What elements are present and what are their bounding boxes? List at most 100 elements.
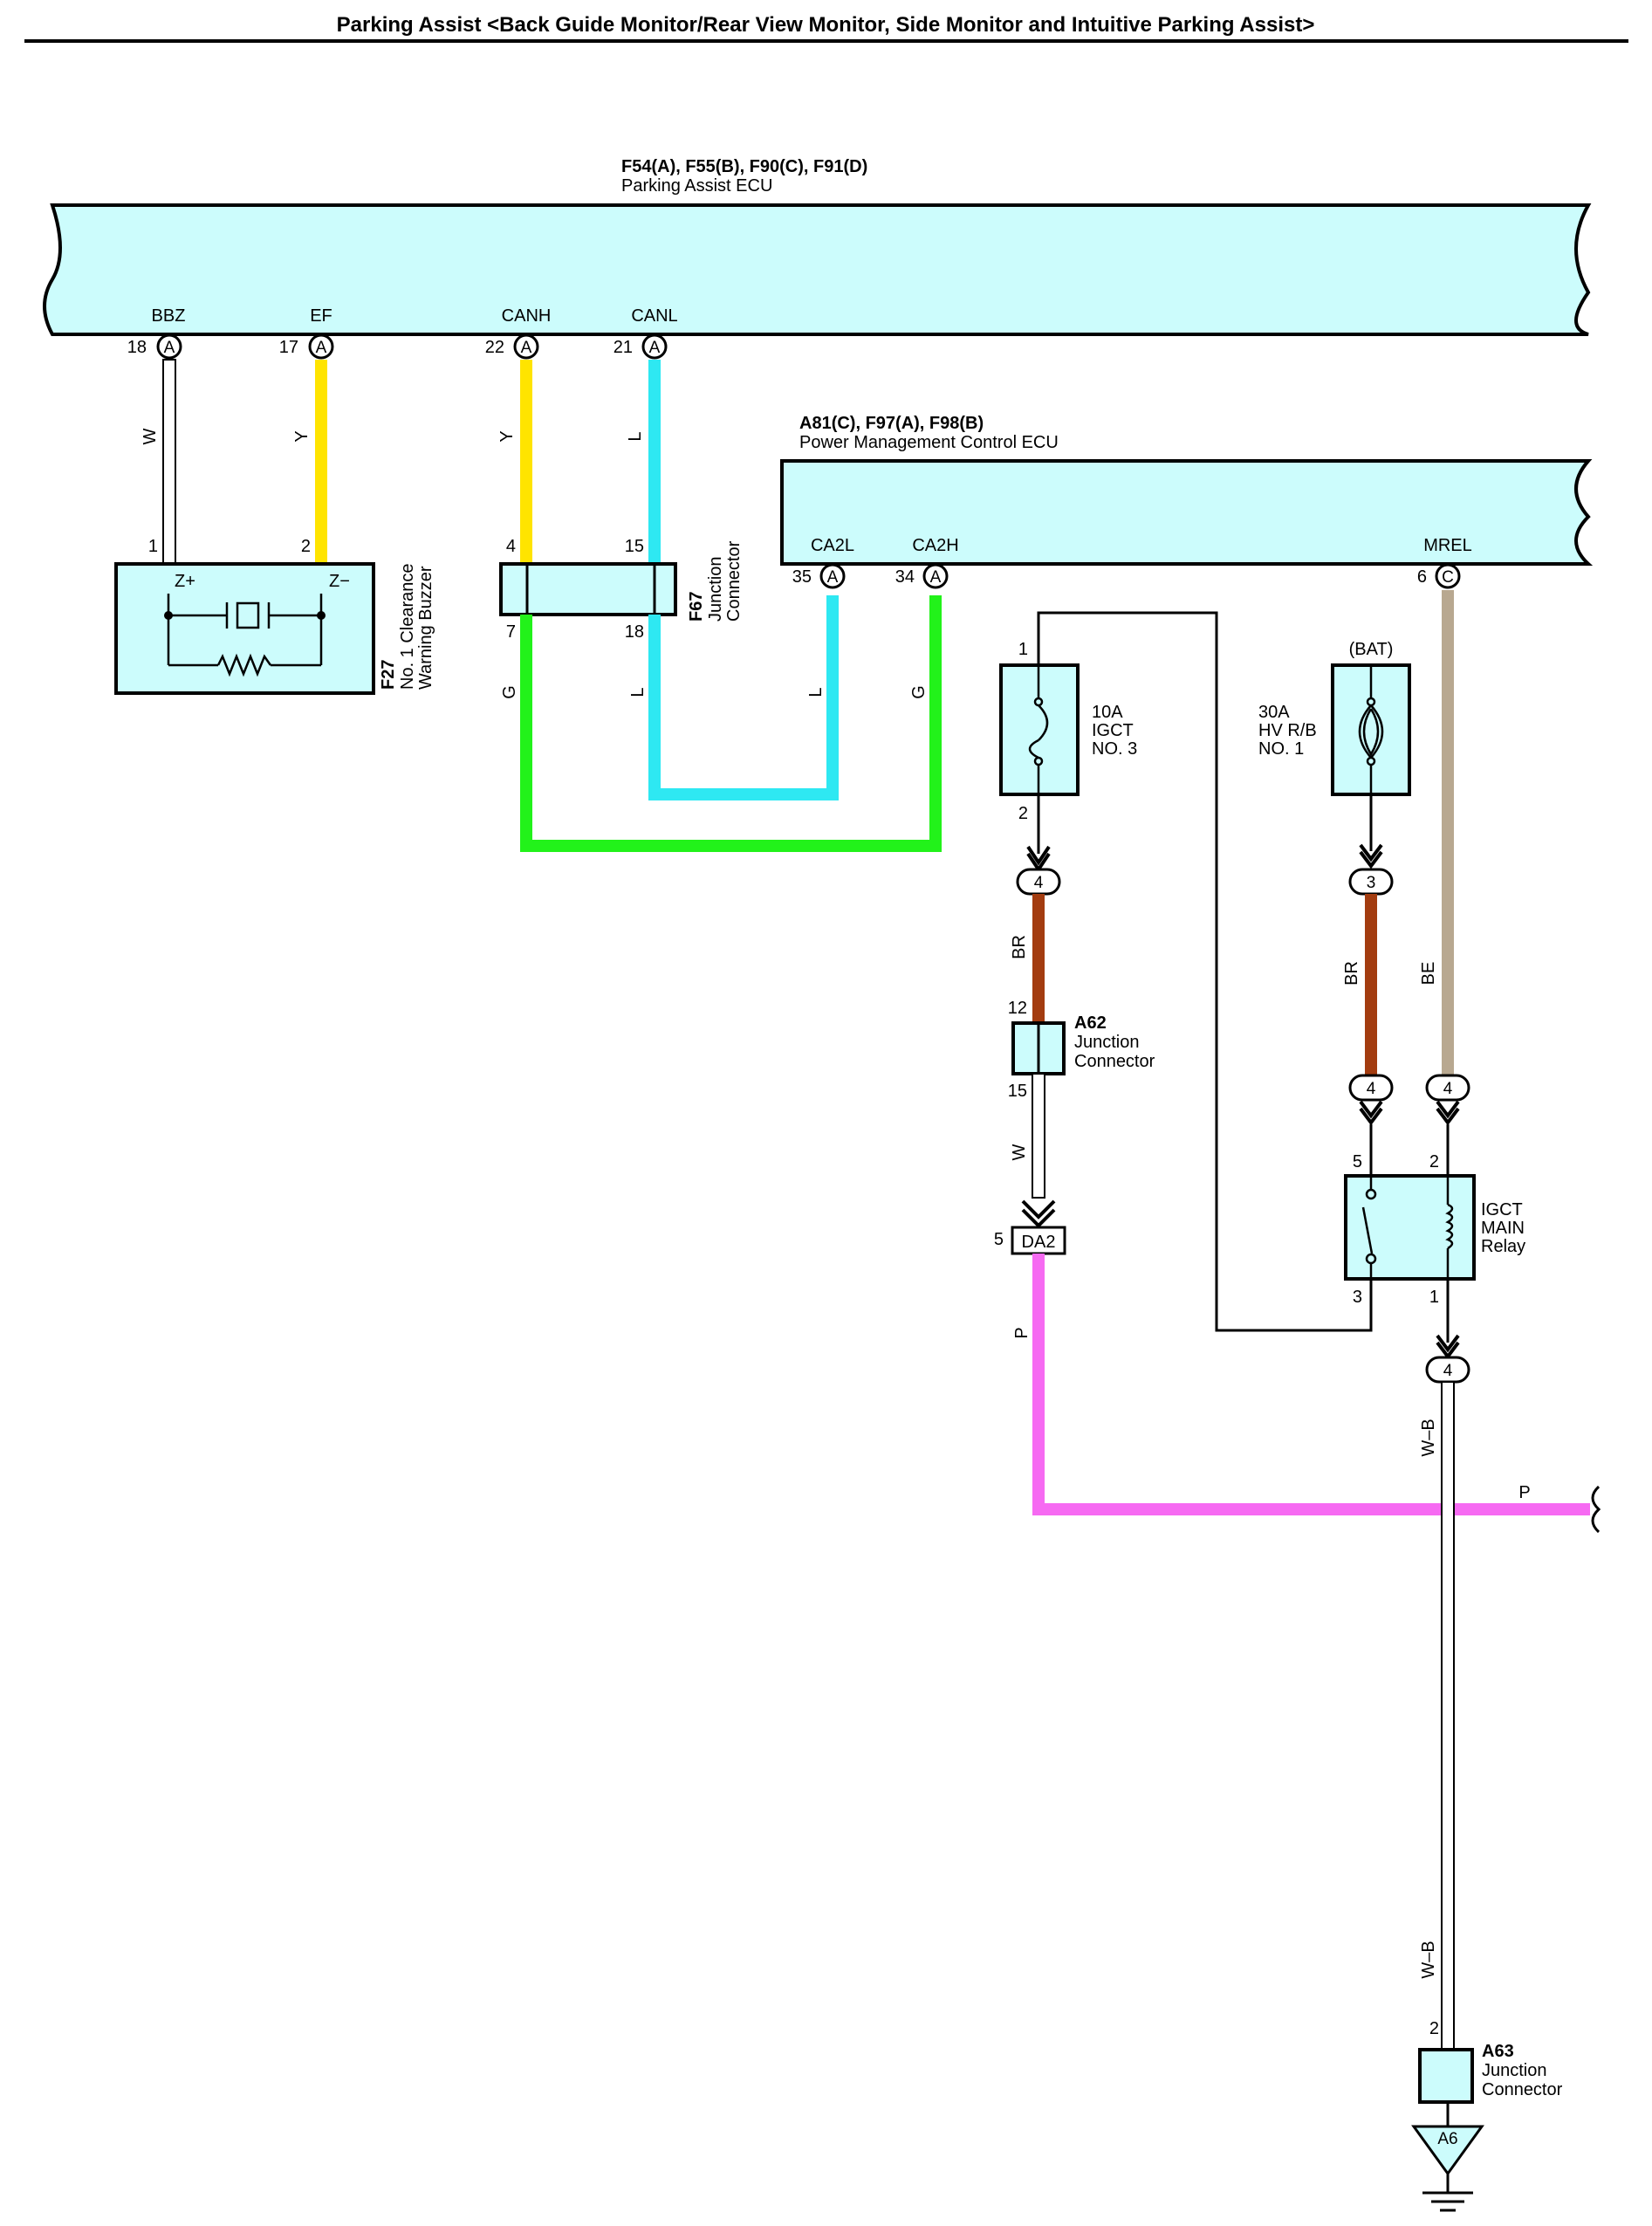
buzzer-terminal-zplus: Z+ xyxy=(175,572,195,591)
wire-label-canl: L xyxy=(626,431,645,441)
svg-text:4: 4 xyxy=(1367,1080,1376,1098)
relay-line2: MAIN xyxy=(1481,1219,1525,1238)
svg-text:17: 17 xyxy=(279,338,298,357)
wire-label-g-left: G xyxy=(500,685,519,699)
svg-text:A: A xyxy=(316,339,327,357)
relay-pin2: 2 xyxy=(1429,1152,1439,1171)
svg-text:A: A xyxy=(930,568,942,587)
buzzer-name-1: No. 1 Clearance xyxy=(398,563,417,690)
pin-ef: A 17 xyxy=(279,333,334,360)
ground-label: A6 xyxy=(1437,2130,1457,2148)
f67-name-1: Junction xyxy=(706,557,725,622)
svg-text:3: 3 xyxy=(1367,874,1376,892)
wire-w-a62 xyxy=(1032,1073,1045,1199)
wire-label-l-mid: L xyxy=(628,687,648,697)
svg-text:A: A xyxy=(521,339,532,357)
wire-label-bbz: W xyxy=(141,428,160,444)
f67-name-2: Connector xyxy=(724,540,744,622)
arrow-be-in xyxy=(1436,1100,1460,1126)
relay-pin5: 5 xyxy=(1353,1152,1362,1171)
page-title: Parking Assist <Back Guide Monitor/Rear … xyxy=(337,13,1315,37)
svg-text:34: 34 xyxy=(895,567,915,587)
f67-body xyxy=(499,562,677,616)
fuse-hv-line1: 30A xyxy=(1258,703,1290,722)
buzzer-symbol xyxy=(164,594,326,677)
svg-text:4: 4 xyxy=(1443,1362,1453,1380)
svg-text:C: C xyxy=(1442,568,1454,587)
svg-text:35: 35 xyxy=(792,567,812,587)
connector-fuse-out: 4 xyxy=(1016,868,1061,896)
arrow-br-in xyxy=(1359,1100,1383,1126)
fuse-igct-symbol xyxy=(1028,665,1049,794)
power-ecu-body xyxy=(780,459,1594,566)
svg-text:6: 6 xyxy=(1417,567,1427,587)
wire-br-right xyxy=(1365,894,1377,1075)
svg-text:A: A xyxy=(164,339,175,357)
f67-pin-br: 18 xyxy=(625,622,644,642)
a62-pin-bottom: 15 xyxy=(1008,1082,1027,1101)
f67-code: F67 xyxy=(687,592,706,622)
f67-pin-tl: 4 xyxy=(506,537,516,556)
fuse-igct-line1: 10A xyxy=(1092,703,1123,722)
svg-text:4: 4 xyxy=(1034,874,1044,892)
parking-ecu-name: Parking Assist ECU xyxy=(621,176,772,196)
a63-pin: 2 xyxy=(1429,2019,1439,2038)
wire-can-green xyxy=(520,595,942,852)
svg-text:22: 22 xyxy=(485,338,504,357)
buzzer-pin1: 1 xyxy=(148,537,158,556)
f67-pin-tr: 15 xyxy=(625,537,644,556)
pin-canh: A 22 xyxy=(485,333,539,360)
a63-code: A63 xyxy=(1482,2042,1514,2061)
fuse-igct-line2: IGCT xyxy=(1092,721,1134,740)
power-ecu-connectors: A81(C), F97(A), F98(B) xyxy=(799,414,984,433)
wire-label-p-horizontal: P xyxy=(1518,1483,1530,1502)
svg-text:21: 21 xyxy=(614,338,633,357)
term-ca2l-name: CA2L xyxy=(811,536,854,555)
ground-icon xyxy=(1411,2125,1484,2212)
fuse-igct-pin-top: 1 xyxy=(1018,640,1028,659)
svg-text:A: A xyxy=(649,339,661,357)
relay-pin3: 3 xyxy=(1353,1288,1362,1307)
relay-line3: Relay xyxy=(1481,1237,1525,1256)
parking-ecu-body xyxy=(43,203,1592,336)
f67-pin-bl: 7 xyxy=(506,622,516,642)
wire-label-wb-upper: W–B xyxy=(1419,1419,1438,1456)
wire-p-break-symbol xyxy=(1591,1485,1601,1534)
wire-br-left xyxy=(1032,894,1045,1023)
term-canh-name: CANH xyxy=(502,306,552,326)
power-ecu-name: Power Management Control ECU xyxy=(799,433,1059,452)
wire-label-br-left: BR xyxy=(1010,935,1029,959)
wire-label-br-right: BR xyxy=(1342,961,1361,986)
pin-bbz: A 18 xyxy=(127,333,182,360)
da2-pin: 5 xyxy=(994,1230,1004,1249)
wire-can-cyan xyxy=(648,595,839,800)
a63-name-2: Connector xyxy=(1482,2080,1563,2099)
fuse-hv-line3: NO. 1 xyxy=(1258,739,1304,759)
fuse-igct-pin-bottom: 2 xyxy=(1018,804,1028,823)
wire-canl-cyan xyxy=(648,360,661,564)
fuse-hv-line2: HV R/B xyxy=(1258,721,1317,740)
term-ca2h-name: CA2H xyxy=(912,536,958,555)
term-mrel-name: MREL xyxy=(1423,536,1472,555)
fuse-hv-symbol xyxy=(1358,665,1384,794)
arrow-da2 xyxy=(1021,1199,1056,1228)
a62-name-1: Junction xyxy=(1074,1033,1140,1052)
fuse-igct-line3: NO. 3 xyxy=(1092,739,1137,759)
parking-ecu-connectors: F54(A), F55(B), F90(C), F91(D) xyxy=(621,157,867,176)
buzzer-pin2: 2 xyxy=(301,537,311,556)
wire-bbz-white xyxy=(162,359,176,565)
connector-relay-out: 4 xyxy=(1425,1356,1470,1384)
term-bbz-name: BBZ xyxy=(152,306,186,326)
buzzer-terminal-zminus: Z− xyxy=(329,572,350,591)
wire-label-g-right: G xyxy=(909,685,929,699)
wire-label-be: BE xyxy=(1419,962,1438,986)
fuse-hv-bat: (BAT) xyxy=(1349,640,1394,659)
pin-canl: A 21 xyxy=(614,333,668,360)
wire-mrel-beige xyxy=(1442,590,1454,1086)
pin-ca2h: A 34 xyxy=(895,563,949,589)
a63-body xyxy=(1418,2048,1474,2104)
wire-p-pink xyxy=(1032,1254,1590,1515)
wire-label-l-right: L xyxy=(806,687,826,697)
